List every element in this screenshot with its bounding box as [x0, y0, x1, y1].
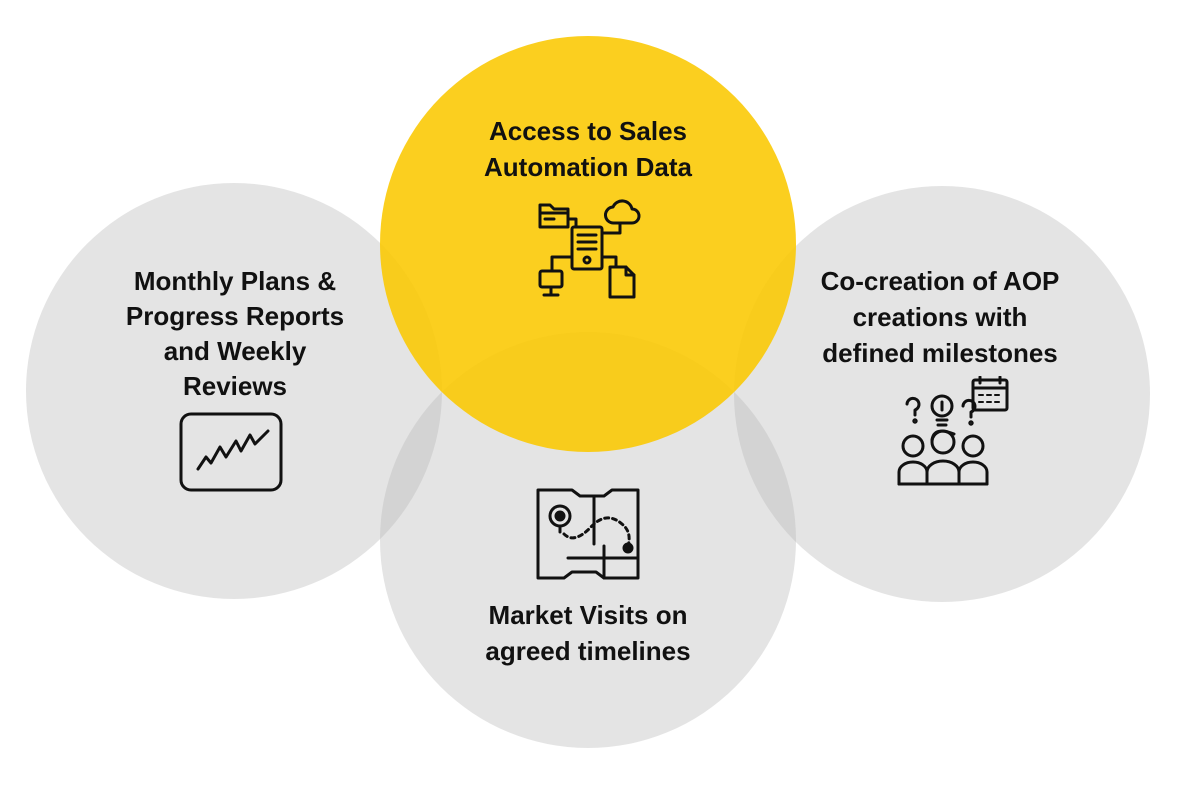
label-line: creations with: [852, 302, 1028, 332]
network-server-icon: [538, 199, 641, 299]
label-line: Reviews: [182, 371, 288, 401]
label-line: defined milestones: [822, 338, 1058, 368]
circle-monthly-plans: [26, 183, 442, 599]
label-line: agreed timelines: [485, 636, 691, 666]
team-ideas-calendar-icon: [897, 376, 1009, 486]
label-line: Automation Data: [484, 152, 692, 182]
label-line: Monthly Plans &: [133, 266, 337, 296]
label-sales-automation: Access to Sales Automation Data: [438, 113, 738, 185]
label-line: and Weekly: [163, 336, 307, 366]
label-line: Access to Sales: [488, 116, 687, 146]
label-line: Market Visits on: [488, 600, 688, 630]
label-line: Co-creation of AOP: [820, 266, 1060, 296]
circle-co-creation: [734, 186, 1150, 602]
label-co-creation: Co-creation of AOP creations with define…: [790, 263, 1090, 371]
label-market-visits: Market Visits on agreed timelines: [438, 597, 738, 669]
circle-sales-automation: [380, 36, 796, 452]
line-chart-icon: [179, 412, 283, 492]
label-line: Progress Reports: [125, 301, 345, 331]
map-route-icon: [536, 488, 640, 580]
label-monthly-plans: Monthly Plans & Progress Reports and Wee…: [85, 264, 385, 404]
